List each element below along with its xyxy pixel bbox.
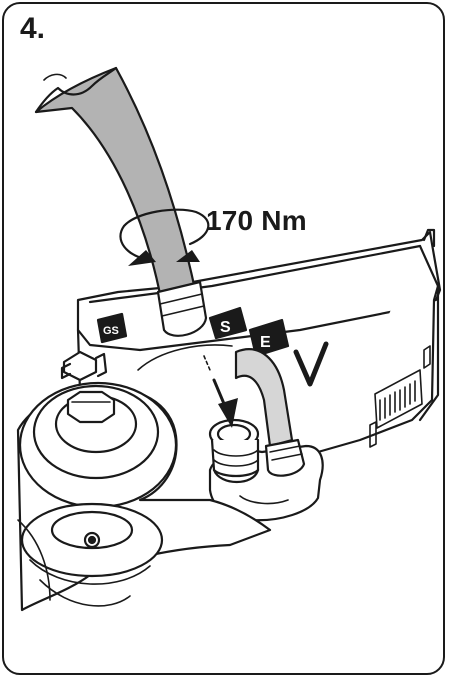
housing: GS S E bbox=[76, 228, 442, 472]
gs-label: GS bbox=[96, 312, 128, 344]
target-port bbox=[208, 418, 260, 483]
torque-label: 170 Nm bbox=[206, 205, 307, 236]
s-marking: S bbox=[208, 306, 248, 340]
s-marking-text: S bbox=[220, 319, 231, 336]
e-marking-text: E bbox=[260, 334, 271, 351]
mount-arm bbox=[16, 350, 272, 612]
step-number: 4. bbox=[20, 12, 46, 45]
main-hose bbox=[34, 66, 208, 337]
e-marking: E bbox=[248, 318, 290, 358]
vent-grille bbox=[369, 345, 431, 448]
side-screw bbox=[60, 350, 108, 382]
down-arrow-icon bbox=[203, 355, 238, 428]
gs-label-text: GS bbox=[103, 325, 119, 337]
illustration-frame bbox=[2, 2, 445, 675]
short-hose bbox=[234, 348, 306, 477]
rotate-arrow-icon bbox=[119, 208, 210, 266]
